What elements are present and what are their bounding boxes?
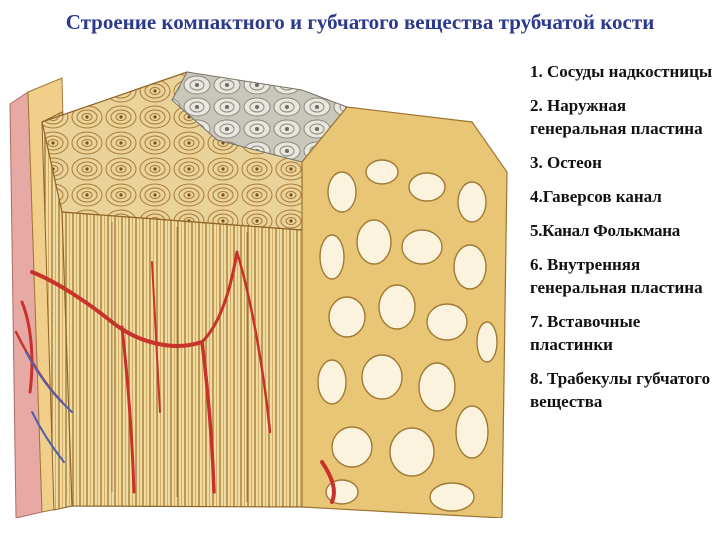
legend-list: 1. Сосуды надкостницы 2. Наружная генера… (530, 60, 718, 424)
legend-item-outer-lamella: 2. Наружная генеральная пластина (530, 94, 718, 140)
legend-item-osteon: 3. Остеон (530, 151, 718, 174)
legend-item-periosteal-vessels: 1. Сосуды надкостницы (530, 60, 718, 83)
bone-structure-illustration (2, 52, 514, 518)
legend-item-volkmann-canal: 5.Канал Фолькмана (530, 219, 718, 242)
compact-bone-cross-section (62, 212, 302, 507)
legend-item-interstitial-lamellae: 7. Вставочные пластинки (530, 310, 718, 356)
legend-item-trabeculae: 8. Трабекулы губчатого вещества (530, 367, 718, 413)
slide-title: Строение компактного и губчатого веществ… (0, 10, 720, 35)
legend-item-haversian-canal: 4.Гаверсов канал (530, 185, 718, 208)
legend-item-inner-lamella: 6. Внутренняя генеральная пластина (530, 253, 718, 299)
